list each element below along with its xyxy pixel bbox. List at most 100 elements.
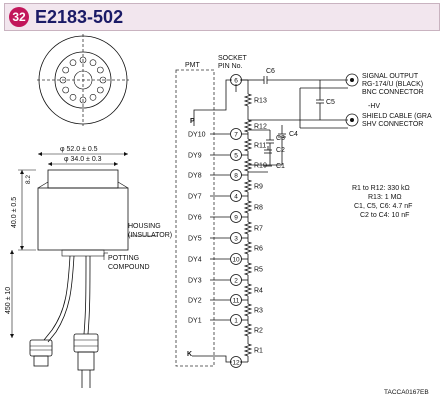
pin-hole xyxy=(69,59,77,66)
socket-pin-number: 3 xyxy=(234,236,238,243)
resistor-label: R6 xyxy=(254,246,263,253)
pin-hole xyxy=(97,66,104,74)
socket-top-view xyxy=(37,34,129,126)
resistor xyxy=(243,262,253,276)
spec-line-4: C2 to C4: 10 nF xyxy=(360,212,409,219)
resistor-label: R11 xyxy=(254,143,266,150)
resistor-label: R5 xyxy=(254,267,263,274)
dynode-label: DY4 xyxy=(188,257,202,264)
cathode-label: K xyxy=(187,351,192,358)
bnc-label: BNC CONNECTOR xyxy=(362,89,424,96)
resistor xyxy=(243,119,253,133)
c5-label: C5 xyxy=(326,99,335,106)
socket-pin xyxy=(230,356,242,368)
pin-hole xyxy=(62,86,69,94)
dynode-label: DY7 xyxy=(188,194,202,201)
hv-connector-icon xyxy=(345,113,359,127)
shv-label: SHV CONNECTOR xyxy=(362,121,423,128)
resistor xyxy=(243,323,253,337)
dynode-label: DY9 xyxy=(188,153,202,160)
housing-label: HOUSING xyxy=(128,223,161,230)
socket-pin-number: 7 xyxy=(234,132,238,139)
signal-output-label: SIGNAL OUTPUT xyxy=(362,73,419,80)
signal-output-connector-icon xyxy=(345,73,359,87)
socket-pin xyxy=(230,74,242,86)
dynode-label: DY5 xyxy=(188,236,202,243)
anode-label: P xyxy=(190,118,195,125)
socket-pin-number: 11 xyxy=(233,298,240,305)
dynode-label: DY8 xyxy=(188,173,202,180)
resistor xyxy=(243,221,253,235)
pin-hole xyxy=(89,94,97,101)
socket-pin-number: 10 xyxy=(232,257,240,264)
resistor xyxy=(243,343,253,357)
housing-label-sub: (INSULATOR) xyxy=(128,232,172,239)
pmt-label: PMT xyxy=(185,62,201,69)
c3-label: C3 xyxy=(276,135,285,142)
socket-pin-number: 12 xyxy=(232,360,240,367)
pin-hole xyxy=(89,59,97,66)
dynode-label: DY3 xyxy=(188,278,202,285)
cable-length-dim: 450 ± 10 xyxy=(5,287,12,314)
dynode-label: DY6 xyxy=(188,215,202,222)
outer-diameter-dim: φ 52.0 ± 0.5 xyxy=(60,146,98,153)
socket-top-step xyxy=(47,169,119,189)
spec-line-3: C1, C5, C6: 4.7 nF xyxy=(354,203,412,210)
resistor-label: R9 xyxy=(254,184,263,191)
socket-pin-number: 1 xyxy=(234,318,238,325)
socket-label-sub: PIN No. xyxy=(218,63,243,70)
inner-diameter-dim: φ 34.0 ± 0.3 xyxy=(64,156,102,163)
resistor xyxy=(243,200,253,214)
potting-label: POTTING xyxy=(108,255,139,262)
resistor-label: R1 xyxy=(254,348,263,355)
resistor-label: R8 xyxy=(254,205,263,212)
hv-label: -HV xyxy=(368,103,380,110)
potting-label-sub: COMPOUND xyxy=(108,264,150,271)
spec-line-1: R1 to R12: 330 kΩ xyxy=(352,185,410,192)
resistor xyxy=(243,93,253,107)
dynode-label: DY1 xyxy=(188,318,202,325)
top-step-dim: 8.2 xyxy=(25,175,32,184)
pin-hole xyxy=(69,94,77,101)
pmt-box xyxy=(175,69,215,367)
shv-connector-icon xyxy=(73,333,99,388)
dynode-label: DY10 xyxy=(188,132,206,139)
resistor xyxy=(243,241,253,255)
pin-hole xyxy=(97,86,104,94)
c2-label: C2 xyxy=(276,147,285,154)
page-title: E2183-502 xyxy=(35,7,124,27)
resistor-label: R4 xyxy=(254,288,263,295)
resistor xyxy=(243,138,253,152)
pin-hole xyxy=(62,66,69,74)
resistor-label: R13 xyxy=(254,98,267,105)
socket-side-view: φ 52.0 ± 0.5 φ 34.0 ± 0.3 40.0 ± 0.5 8.2 xyxy=(5,146,172,388)
resistor xyxy=(243,179,253,193)
c6-label: C6 xyxy=(266,68,275,75)
section-number-badge: 32 xyxy=(9,7,29,27)
socket-pin-number: 4 xyxy=(234,194,238,201)
resistor-label: R12 xyxy=(254,124,267,131)
c1-label: C1 xyxy=(276,163,285,170)
socket-pin-number: 2 xyxy=(234,278,238,285)
socket-pin-number: 6 xyxy=(234,78,238,85)
height-dim: 40.0 ± 0.5 xyxy=(11,197,18,228)
resistor xyxy=(243,283,253,297)
signal-cable-label: RG-174/U (BLACK) xyxy=(362,81,423,88)
bnc-connector-icon xyxy=(29,339,53,367)
socket-label: SOCKET xyxy=(218,55,248,62)
resistor-label: R7 xyxy=(254,226,263,233)
header-bar: 32 E2183-502 xyxy=(4,3,440,31)
c4-label: C4 xyxy=(289,131,298,138)
spec-line-2: R13: 1 MΩ xyxy=(368,194,402,201)
resistor xyxy=(243,303,253,317)
resistor-label: R2 xyxy=(254,328,263,335)
dynode-label: DY2 xyxy=(188,298,202,305)
hv-cable-label: SHIELD CABLE (GRA xyxy=(362,113,432,120)
socket-pin-number: 5 xyxy=(234,153,238,160)
